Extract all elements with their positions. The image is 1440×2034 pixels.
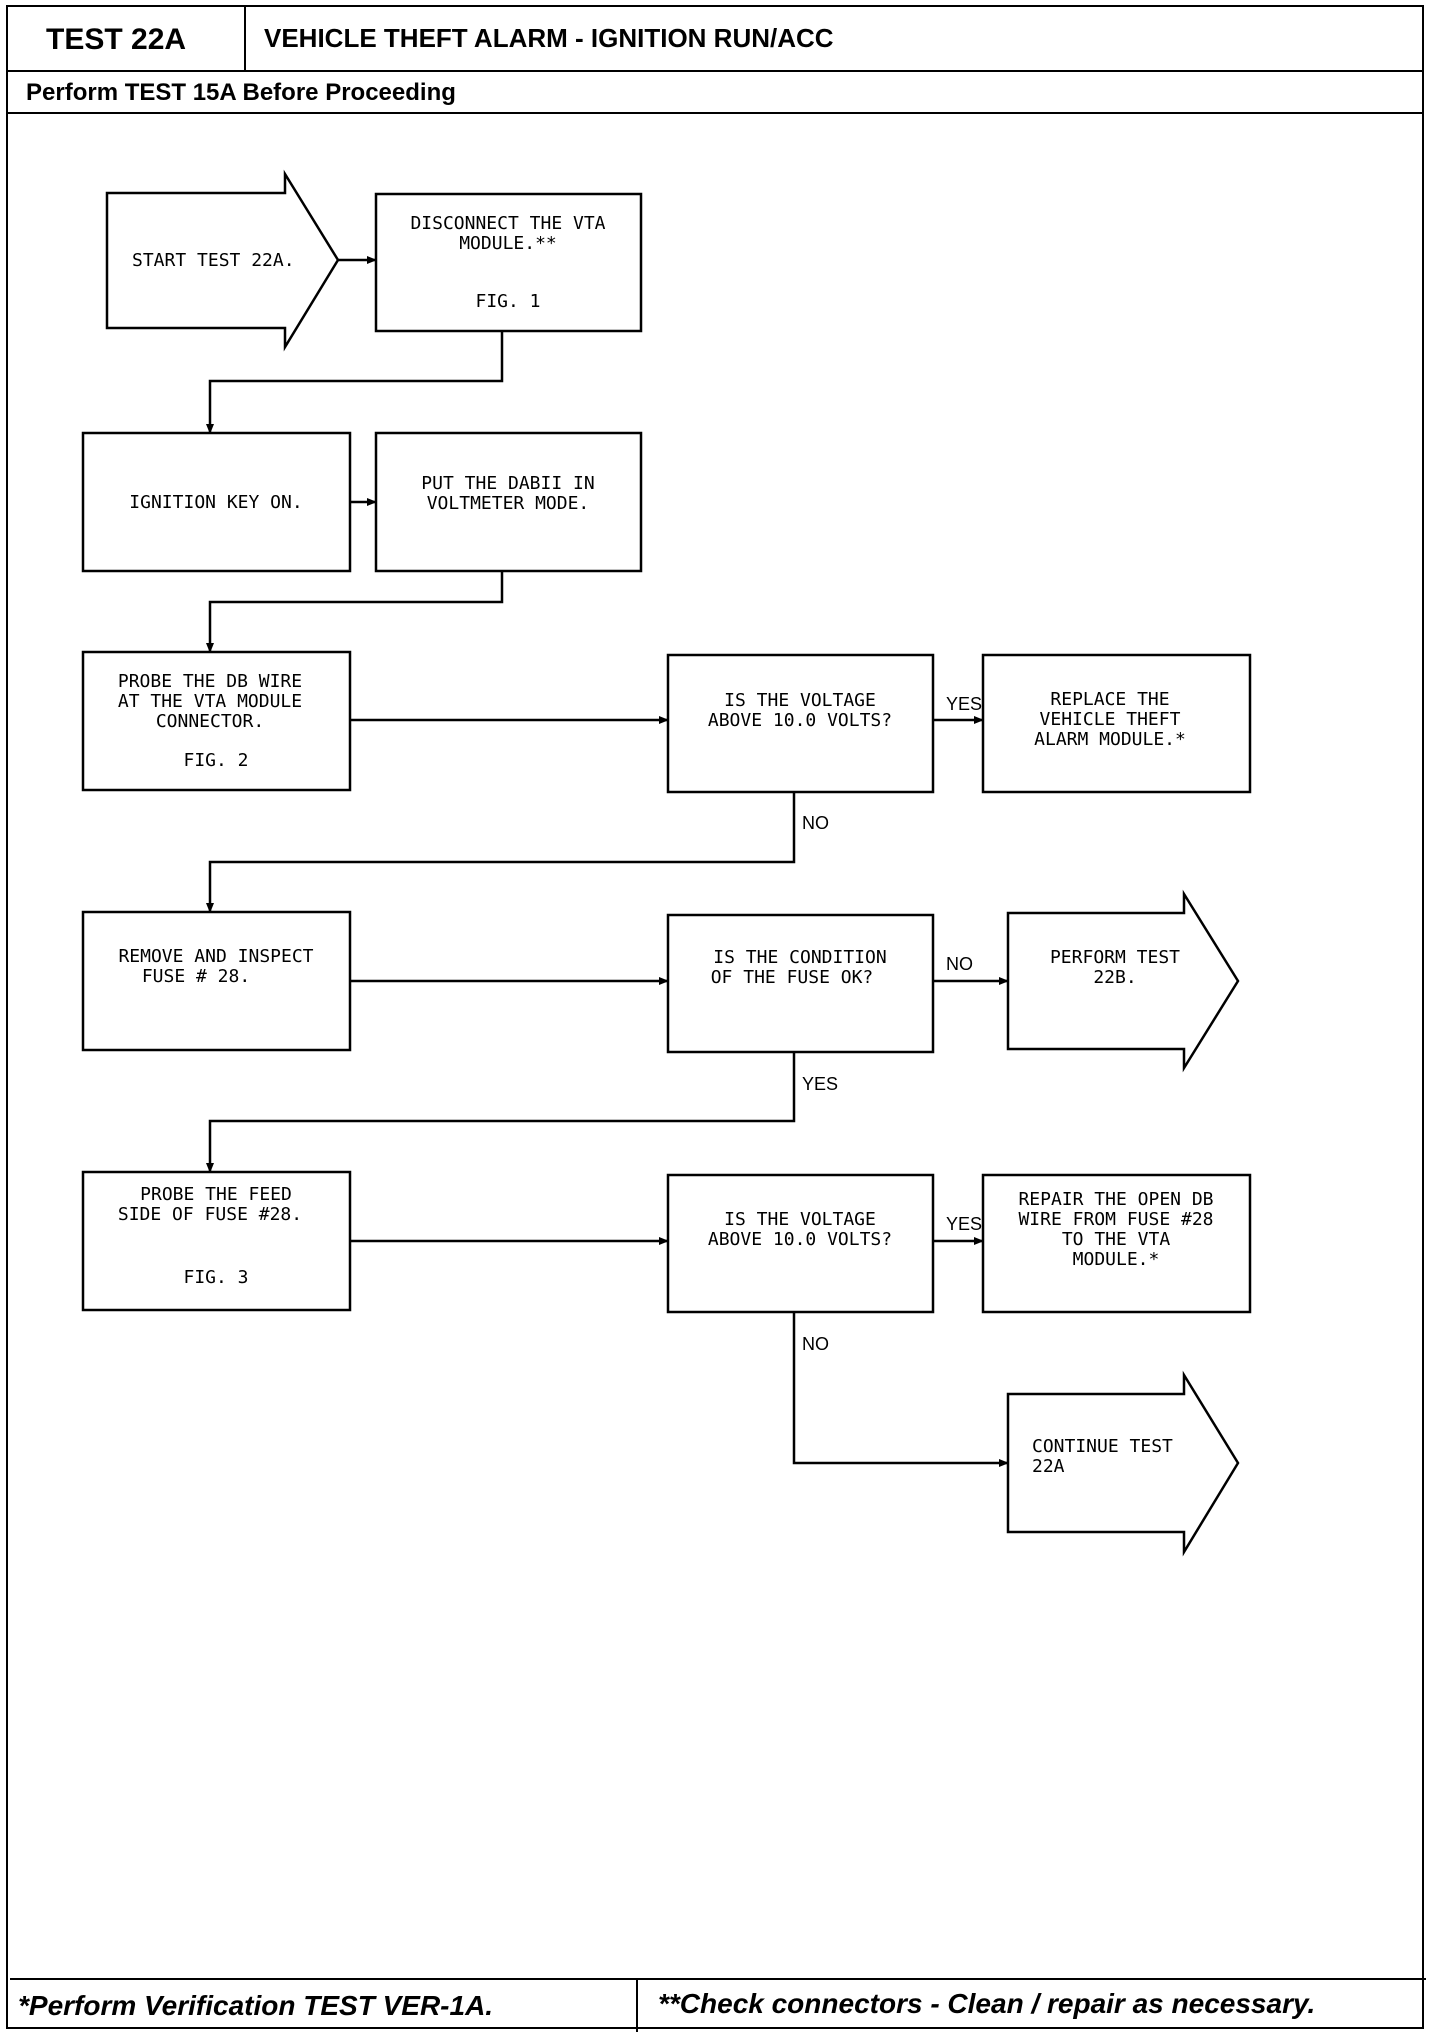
perform-22b-arrow-shape [1006,889,1240,1073]
start-arrow-shape [105,169,340,352]
test-id-cell: TEST 22A [8,7,246,70]
no-label-1: NO [802,813,829,833]
dabii-line-2: VOLTMETER MODE. [427,493,590,514]
prerequisite-row: Perform TEST 15A Before Proceeding [8,72,1422,114]
disconnect-line-2: MODULE.** [459,233,557,254]
yes-label-3: YES [946,1214,982,1234]
disconnect-fig: FIG. 1 [475,291,540,312]
probe-db-line-2: AT THE VTA MODULE [118,691,302,712]
connector-disconnect-ignition [206,331,504,434]
replace-line-1: REPLACE THE [1050,689,1169,710]
probe-db-fig: FIG. 2 [183,750,248,771]
voltage2-line-1: IS THE VOLTAGE [724,1209,876,1230]
dabii-line-1: PUT THE DABII IN [421,473,594,494]
repair-line-4: MODULE.* [1073,1249,1160,1270]
test-id: TEST 22A [46,23,187,56]
remove-fuse-line-2: FUSE # 28. [142,966,250,987]
probe-db-line-3: CONNECTOR. [156,711,264,732]
ignition-label: IGNITION KEY ON. [129,492,302,513]
flowchart: START TEST 22A. DISCONNECT THE VTA MODUL… [81,169,1252,1557]
connector-voltage2-no [792,1312,1009,1467]
connector-voltage1-no [206,792,796,913]
probe-db-line-1: PROBE THE DB WIRE [118,671,302,692]
probe-feed-fig: FIG. 3 [183,1267,248,1288]
replace-line-2: VEHICLE THEFT [1040,709,1181,730]
footer-divider [636,1980,638,2032]
yes-label-2: YES [802,1074,838,1094]
prerequisite-note: Perform TEST 15A Before Proceeding [26,79,456,106]
voltage2-line-2: ABOVE 10.0 VOLTS? [708,1229,892,1250]
connector-fuse-yes [206,1052,796,1173]
perform-22b-line-1: PERFORM TEST [1050,947,1180,968]
continue-line-2: 22A [1032,1456,1065,1477]
probe-feed-line-2: SIDE OF FUSE #28. [118,1204,302,1225]
worksheet: TEST 22A VEHICLE THEFT ALARM - IGNITION … [6,5,1424,2029]
probe-feed-line-1: PROBE THE FEED [140,1184,292,1205]
fuse-question-line-1: IS THE CONDITION [713,947,886,968]
repair-line-3: TO THE VTA [1062,1229,1171,1250]
voltage1-line-1: IS THE VOLTAGE [724,690,876,711]
voltage1-line-2: ABOVE 10.0 VOLTS? [708,710,892,731]
remove-fuse-line-1: REMOVE AND INSPECT [118,946,313,967]
no-label-3: NO [802,1334,829,1354]
start-label: START TEST 22A. [132,250,295,271]
verification-note: *Perform Verification TEST VER-1A. [18,1990,494,2021]
connector-note: **Check connectors - Clean / repair as n… [658,1988,1316,2019]
repair-line-1: REPAIR THE OPEN DB [1018,1189,1213,1210]
yes-label-1: YES [946,694,982,714]
connector-dabii-probe [206,571,504,653]
continue-line-1: CONTINUE TEST [1032,1436,1173,1457]
disconnect-line-1: DISCONNECT THE VTA [410,213,605,234]
continue-22a-arrow-shape [1006,1370,1240,1557]
perform-22b-line-2: 22B. [1093,967,1136,988]
replace-line-3: ALARM MODULE.* [1034,729,1186,750]
page-title: VEHICLE THEFT ALARM - IGNITION RUN/ACC [264,23,834,53]
header-row: TEST 22A VEHICLE THEFT ALARM - IGNITION … [8,7,1422,72]
repair-line-2: WIRE FROM FUSE #28 [1018,1209,1213,1230]
fuse-question-line-2: OF THE FUSE OK? [711,967,874,988]
no-label-2: NO [946,954,973,974]
footer: *Perform Verification TEST VER-1A. **Che… [10,1978,1426,2032]
